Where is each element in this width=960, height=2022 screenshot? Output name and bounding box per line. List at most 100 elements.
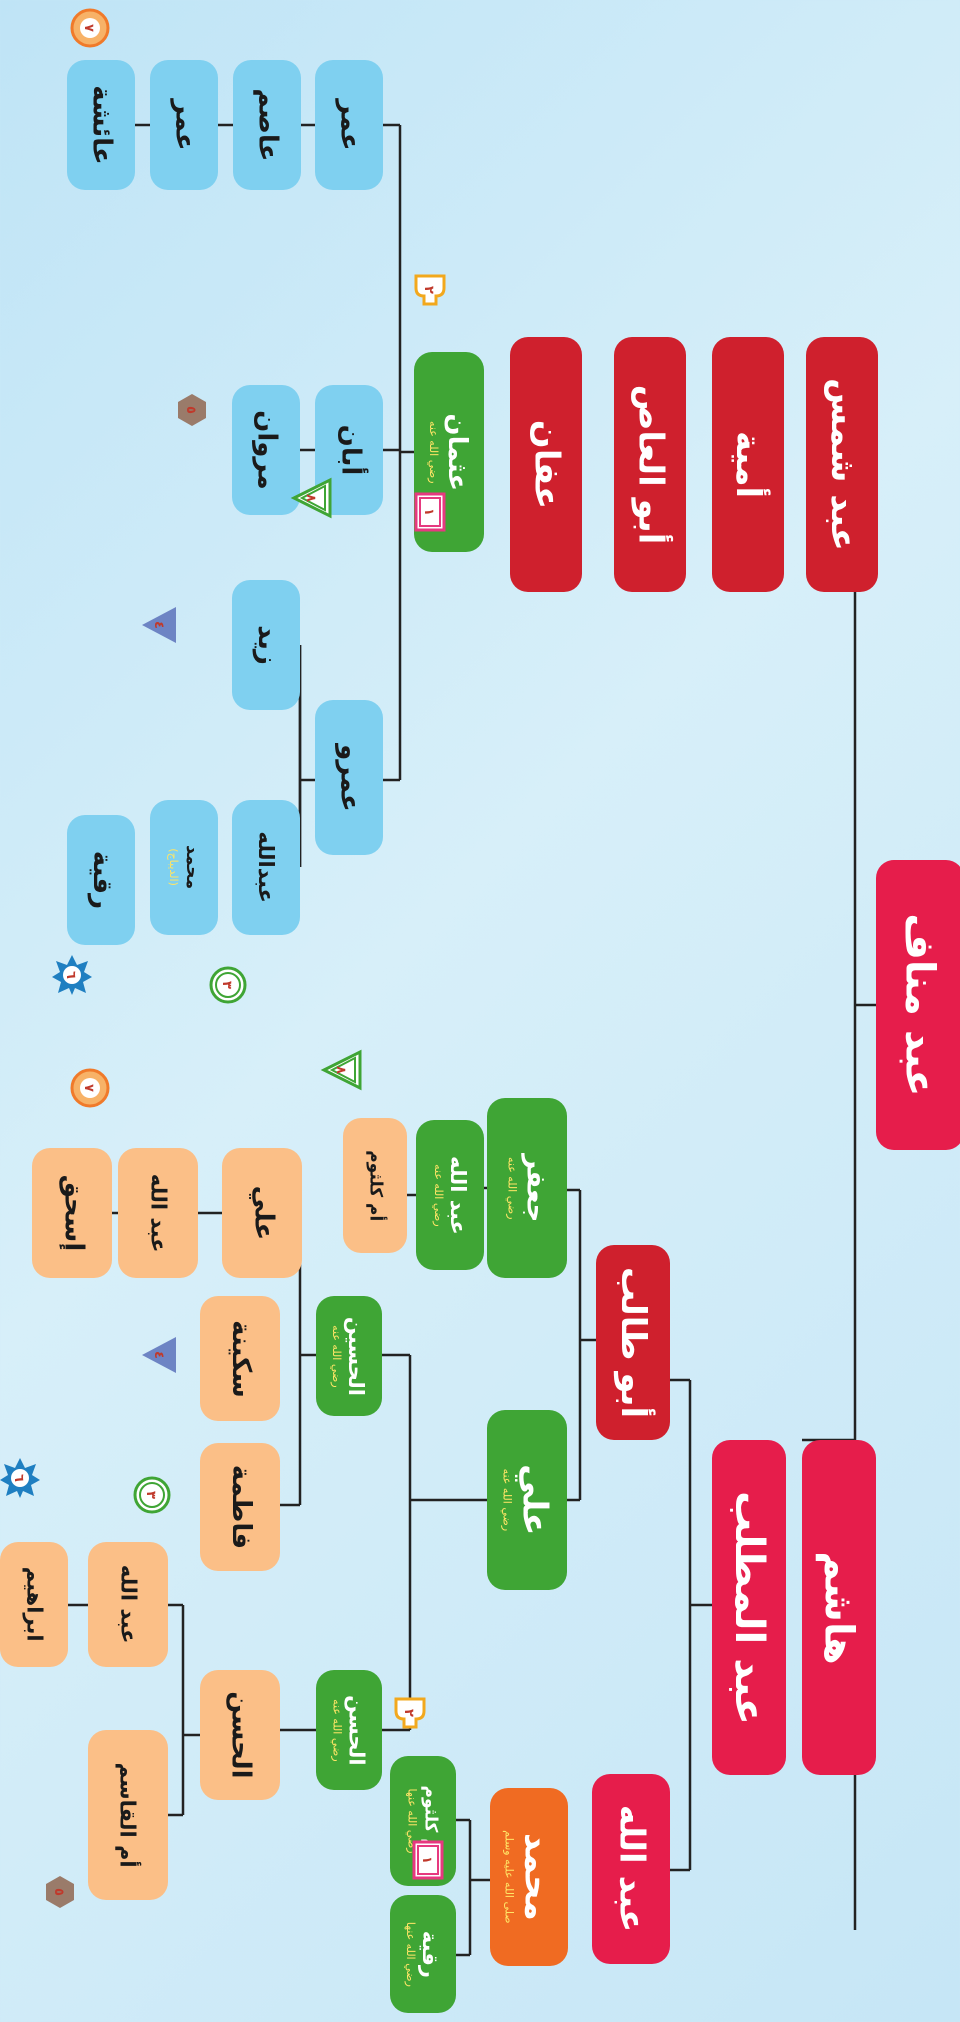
person-name: محمد	[516, 1832, 557, 1921]
svg-text:٨: ٨	[303, 494, 318, 502]
person-honorific: رضي الله عنه	[427, 420, 441, 484]
svg-text:٣: ٣	[219, 981, 234, 989]
person-name: عبد المطلب	[726, 1490, 772, 1725]
person-name: فاطمة	[225, 1464, 256, 1550]
person-node-hashim: هاشم	[802, 1440, 876, 1775]
svg-text:٥: ٥	[183, 406, 198, 414]
svg-text:٨: ٨	[333, 1066, 348, 1074]
person-node-abd-shams: عبد شمس	[806, 337, 878, 592]
number-badge-triangle-outline-icon: ٨	[320, 1049, 362, 1091]
person-name: الحسين	[344, 1316, 369, 1396]
number-badge-triangle-icon: ٤	[142, 607, 176, 643]
person-honorific: رضي الله عنه	[330, 1324, 344, 1388]
person-node-umayya: أمية	[712, 337, 784, 592]
svg-text:٢: ٢	[401, 1709, 416, 1717]
person-name: الحسن	[344, 1694, 369, 1766]
person-name: عمرو	[334, 743, 365, 812]
person-node-zayd: زيد	[232, 580, 300, 710]
svg-text:٧: ٧	[81, 1084, 96, 1092]
svg-text:٥: ٥	[51, 1888, 66, 1896]
person-honorific: رضي الله عنه	[505, 1156, 519, 1220]
person-node-sukayna: سكينة	[200, 1296, 280, 1421]
number-badge-hexagon-icon: ٥	[178, 394, 206, 426]
person-name: أم كلثوم	[365, 1149, 386, 1222]
number-badge-cup-icon: ٢	[394, 1697, 426, 1729]
person-node-ishaq: إسحق	[32, 1148, 112, 1278]
svg-text:٤: ٤	[151, 1351, 166, 1359]
person-name: رقية	[86, 850, 117, 910]
person-name: عمر	[169, 99, 200, 151]
person-name: إسحق	[57, 1174, 88, 1252]
svg-text:٧: ٧	[81, 24, 96, 32]
person-name: عبدالله	[254, 831, 279, 904]
person-name: عبد شمس	[822, 378, 863, 551]
person-honorific: رضي الله عنه	[330, 1698, 344, 1762]
person-name: علي	[247, 1185, 278, 1241]
svg-text:٤: ٤	[151, 621, 166, 629]
person-name: أمية	[728, 430, 769, 499]
svg-text:٦: ٦	[11, 1474, 26, 1482]
person-honorific: رضي الله عنها	[404, 1921, 418, 1987]
person-name: عبد الله	[146, 1173, 171, 1253]
number-badge-triangle-outline-icon: ٨	[290, 477, 332, 519]
person-name: عبد الله	[116, 1565, 141, 1644]
person-node-ali-j: علي	[222, 1148, 302, 1278]
person-node-aisha: عائشة	[67, 60, 135, 190]
person-name: عبد الله	[445, 1155, 470, 1235]
person-name: أبو طالب	[613, 1266, 654, 1419]
person-name: عفان	[526, 419, 567, 510]
person-node-amr: عمرو	[315, 700, 383, 855]
person-node-umar-top: عمر	[315, 60, 383, 190]
person-name: عبد مناف	[897, 913, 944, 1097]
number-badge-circle-icon: ٣	[209, 966, 247, 1004]
number-badge-square-icon: ١	[412, 1840, 444, 1880]
person-name: ابراهيم	[22, 1567, 47, 1642]
person-name: جعفر	[520, 1153, 551, 1223]
person-name: عاصم	[252, 88, 283, 162]
person-node-fatima: فاطمة	[200, 1443, 280, 1571]
person-name: هاشم	[816, 1550, 862, 1665]
person-node-abd-manaf: عبد مناف	[876, 860, 960, 1150]
person-honorific: صلى الله عليه وسلم	[502, 1830, 516, 1924]
number-badge-flower-icon: ٧	[70, 1068, 110, 1108]
person-node-marwan: مروان	[232, 385, 300, 515]
person-name: أم القاسم	[116, 1762, 141, 1868]
person-node-abu-talib: أبو طالب	[596, 1245, 670, 1440]
number-badge-star-icon: ٦	[52, 955, 92, 995]
person-name: عبد الله	[611, 1805, 652, 1933]
person-name: مروان	[251, 410, 282, 490]
svg-text:١: ١	[419, 1856, 434, 1864]
person-name: رقية	[418, 1930, 443, 1978]
person-name: محمد	[182, 845, 203, 890]
svg-text:٦: ٦	[63, 971, 78, 979]
person-node-ruqayya-u: رقية	[67, 815, 135, 945]
person-node-muhammad-dibaj: محمد(الديباج)	[150, 800, 218, 935]
person-node-abdullah: عبد الله	[592, 1774, 670, 1964]
person-node-abd-muttalib: عبد المطلب	[712, 1440, 786, 1775]
person-node-umm-kulthum-j: أم كلثوم	[343, 1118, 407, 1253]
person-name: زيد	[251, 625, 282, 665]
person-node-umm-qasim: أم القاسم	[88, 1730, 168, 1900]
person-node-ibrahim: ابراهيم	[0, 1542, 68, 1667]
person-name: أبو العاص	[630, 384, 671, 545]
number-badge-hexagon-icon: ٥	[46, 1876, 74, 1908]
number-badge-flower-icon: ٧	[70, 8, 110, 48]
person-node-umar2: عمر	[150, 60, 218, 190]
person-name: عمر	[334, 99, 365, 151]
person-node-abdullah-u: عبدالله	[232, 800, 300, 935]
person-name: الحسن	[225, 1691, 256, 1779]
person-honorific: رضي الله عنه	[500, 1468, 514, 1532]
person-node-abdullah-h: عبد الله	[88, 1542, 168, 1667]
svg-text:٣: ٣	[143, 1491, 158, 1499]
person-node-abu-alas: أبو العاص	[614, 337, 686, 592]
person-name: عائشة	[86, 85, 117, 165]
person-node-affan: عفان	[510, 337, 582, 592]
